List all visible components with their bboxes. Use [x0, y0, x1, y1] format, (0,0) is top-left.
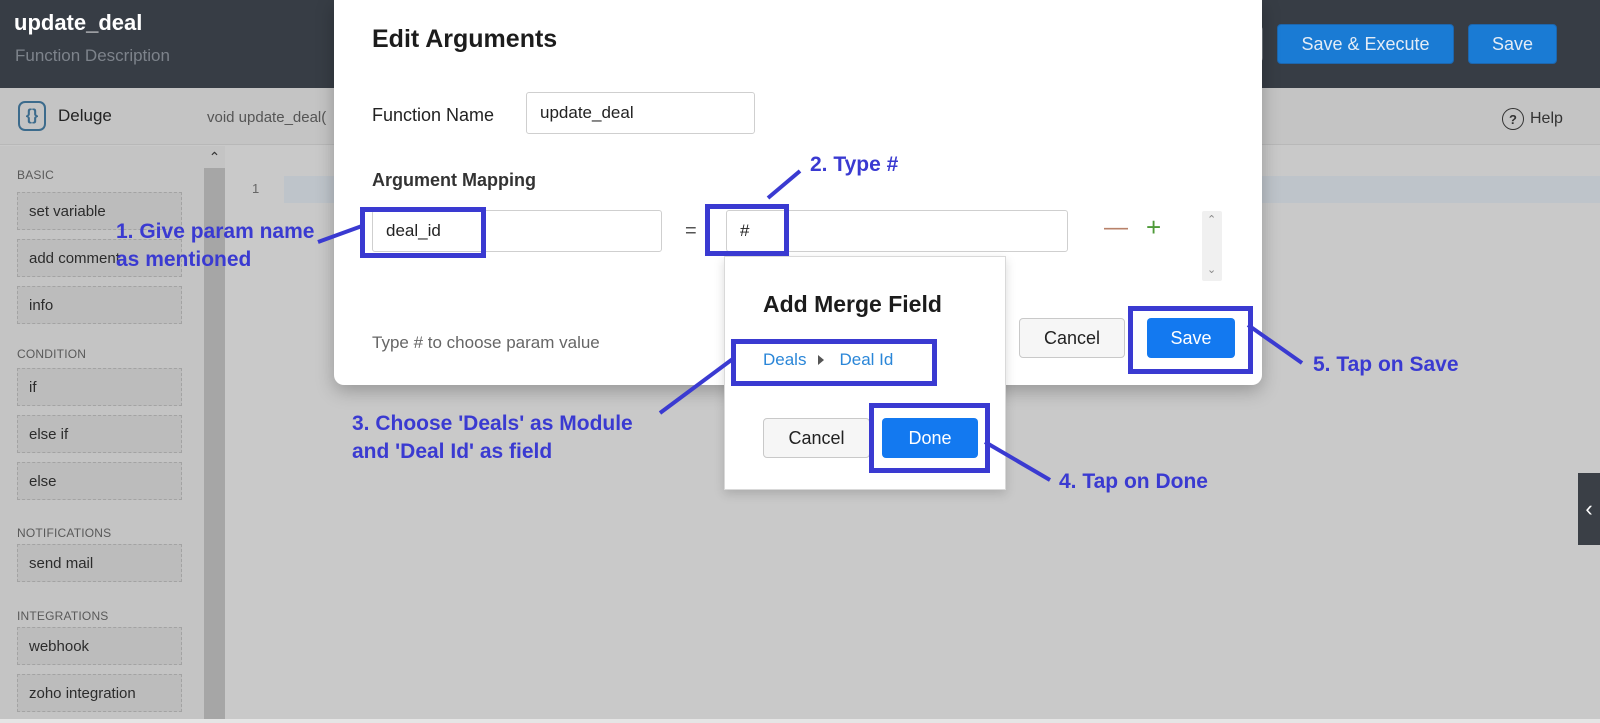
annotation-box-done [869, 403, 990, 473]
function-name-field[interactable]: update_deal [526, 92, 755, 134]
help-icon: ? [1502, 108, 1524, 130]
caret-right-icon [818, 355, 825, 365]
chevron-up-icon[interactable]: ⌃ [1207, 214, 1217, 226]
sidebar-section-notifications: NOTIFICATIONS [17, 526, 112, 540]
annotation-step-2: 2. Type # [810, 153, 899, 176]
popup-done-button[interactable]: Done [882, 418, 978, 458]
popup-title: Add Merge Field [763, 291, 942, 317]
field-link-deal-id[interactable]: Deal Id [839, 350, 894, 369]
dialog-title: Edit Arguments [372, 25, 558, 53]
header-save-button[interactable]: Save [1468, 24, 1557, 64]
sidebar-item-add-comment[interactable]: add comment [17, 239, 182, 277]
collapse-panel-icon[interactable]: ‹ [1578, 473, 1600, 545]
annotation-step-4: 4. Tap on Done [1059, 470, 1208, 493]
dialog-save-button[interactable]: Save [1147, 318, 1235, 358]
function-name-label: Function Name [372, 105, 495, 125]
annotation-step-1: 1. Give param name as mentioned [116, 220, 315, 271]
scroll-up-icon[interactable]: ⌃ [204, 146, 225, 168]
deluge-icon: {} [18, 101, 46, 131]
sidebar-item-else[interactable]: else [17, 462, 182, 500]
sidebar-section-basic: BASIC [17, 168, 55, 182]
annotation-step-5: 5. Tap on Save [1313, 353, 1459, 376]
annotation-box-param-name [360, 207, 486, 258]
sidebar-item-send-mail[interactable]: send mail [17, 544, 182, 582]
sidebar-item-else-if[interactable]: else if [17, 415, 182, 453]
mapping-scrollbar[interactable]: ⌃ ⌄ [1202, 211, 1222, 281]
chevron-down-icon[interactable]: ⌄ [1207, 264, 1217, 276]
annotation-box-type-hash [705, 204, 789, 256]
param-name-field[interactable]: deal_id [372, 210, 662, 252]
remove-argument-icon[interactable]: — [1104, 214, 1128, 241]
sidebar-item-if[interactable]: if [17, 368, 182, 406]
bottom-border [0, 719, 1600, 723]
sidebar-section-integrations: INTEGRATIONS [17, 609, 109, 623]
sidebar: BASIC set variable add comment info COND… [0, 146, 204, 723]
dialog-cancel-button[interactable]: Cancel [1019, 318, 1125, 358]
sidebar-item-webhook[interactable]: webhook [17, 627, 182, 665]
sidebar-section-condition: CONDITION [17, 347, 87, 361]
add-argument-icon[interactable]: + [1146, 212, 1162, 242]
function-signature: void update_deal( [207, 109, 327, 126]
line-number: 1 [252, 181, 260, 196]
help-link[interactable]: ? Help [1502, 108, 1563, 130]
save-execute-button[interactable]: Save & Execute [1277, 24, 1454, 64]
merge-field-breadcrumb: Deals Deal Id [763, 350, 893, 370]
function-description[interactable]: Function Description [15, 46, 170, 65]
module-link-deals[interactable]: Deals [763, 350, 807, 369]
sidebar-item-info[interactable]: info [17, 286, 182, 324]
sidebar-scrollbar[interactable] [204, 146, 225, 723]
popup-cancel-button[interactable]: Cancel [763, 418, 870, 458]
param-value-field[interactable]: # [726, 210, 1068, 252]
annotation-box-save [1128, 306, 1253, 374]
sidebar-item-zoho-integration[interactable]: zoho integration [17, 674, 182, 712]
sidebar-item-set-variable[interactable]: set variable [17, 192, 182, 230]
add-merge-field-popup: Add Merge Field Deals Deal Id Cancel Don… [724, 256, 1006, 490]
param-hint: Type # to choose param value [372, 333, 600, 352]
annotation-step-3: 3. Choose 'Deals' as Module and 'Deal Id… [352, 412, 633, 463]
annotation-box-merge-field [731, 339, 937, 386]
argument-mapping-label: Argument Mapping [372, 170, 536, 190]
help-label: Help [1530, 110, 1563, 127]
function-title: update_deal [14, 10, 143, 35]
equals-sign: = [685, 220, 697, 242]
language-label: Deluge [58, 106, 112, 125]
